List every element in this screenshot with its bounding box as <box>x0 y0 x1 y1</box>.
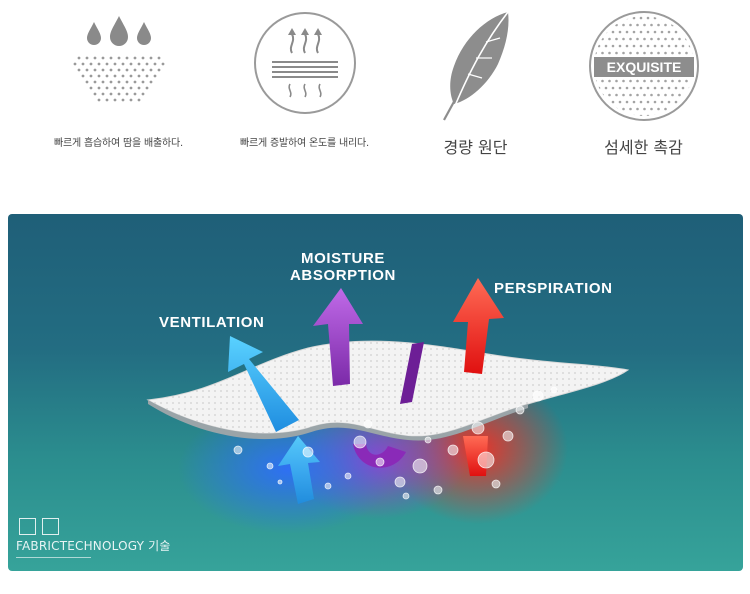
moisture-absorption-label: MOISTURE ABSORPTION <box>288 250 398 284</box>
moisture-arrow <box>313 288 363 386</box>
bubble <box>277 479 283 485</box>
bubble <box>353 435 367 449</box>
feature-caption: 섬세한 촉감 <box>604 138 683 157</box>
feature-caption: 빠르게 흡습하여 땀을 배출하다. <box>54 138 183 149</box>
moisture-arrow-lower <box>353 444 406 468</box>
bubble <box>302 446 314 458</box>
bubble <box>363 419 373 429</box>
feature-absorb: 빠르게 흡습하여 땀을 배출하다. <box>25 0 212 180</box>
brand-icons <box>19 518 59 535</box>
ventilation-arrow <box>228 336 299 432</box>
feature-caption: 빠르게 증발하여 온도를 내리다. <box>240 138 369 149</box>
bubble <box>477 451 495 469</box>
feature-lightweight: 경량 원단 <box>382 0 569 180</box>
perspiration-arrow <box>453 278 504 374</box>
brand-text: FABRICTECHNOLOGY 기술 <box>16 539 171 553</box>
bubble <box>344 472 352 480</box>
bubble <box>324 482 332 490</box>
bubble <box>375 457 385 467</box>
bubble <box>471 421 485 435</box>
bubble <box>412 458 428 474</box>
fabric-icon <box>19 518 36 535</box>
bubble <box>502 430 514 442</box>
feature-caption: 경량 원단 <box>443 138 508 157</box>
bubble <box>491 479 501 489</box>
exquisite-badge-icon: EXQUISITE <box>588 11 699 121</box>
feature-touch: EXQUISITE 섬세한 촉감 <box>550 0 737 180</box>
water-drops-icon <box>73 16 164 102</box>
feather-icon <box>442 11 509 121</box>
ventilation-label: VENTILATION <box>159 314 265 331</box>
perspiration-label: PERSPIRATION <box>494 280 613 297</box>
bubble <box>532 390 544 402</box>
bubble <box>447 444 459 456</box>
bubble <box>266 462 274 470</box>
fabric-technology-panel: VENTILATION MOISTURE ABSORPTION PERSPIRA… <box>8 214 743 571</box>
ventilation-glow <box>178 404 398 534</box>
moisture-label-line1: MOISTURE <box>301 250 385 267</box>
moisture-bubbles <box>233 386 558 500</box>
moisture-slit <box>400 342 424 404</box>
technology-icon <box>42 518 59 535</box>
fabric-diagram <box>146 278 630 534</box>
feature-evaporate: 빠르게 증발하여 온도를 내리다. <box>211 0 398 180</box>
moisture-label-line2: ABSORPTION <box>289 267 396 284</box>
evaporation-icon <box>253 12 356 114</box>
brand-underline <box>16 557 91 558</box>
bubble <box>394 476 406 488</box>
bubble <box>402 492 410 500</box>
bubble <box>550 386 558 394</box>
bubble <box>233 445 243 455</box>
bubble <box>515 405 525 415</box>
bubble <box>433 485 443 495</box>
badge-text: EXQUISITE <box>606 59 681 75</box>
bubble <box>424 436 432 444</box>
